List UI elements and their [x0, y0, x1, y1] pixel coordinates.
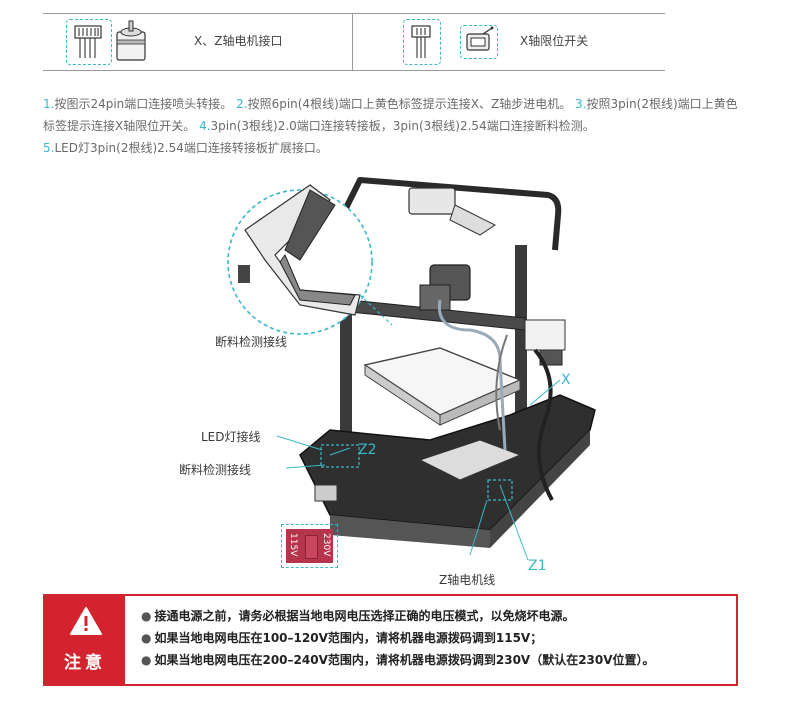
legend-cell1-text: X、Z轴电机接口 [194, 34, 283, 48]
power-socket [314, 484, 338, 502]
connector-icon-box-2 [403, 19, 441, 65]
warning-line-2: ●如果当地电网电压在100–120V范围内，请将机器电源拨码调到115V； [141, 631, 543, 645]
step-1-number: 1. [43, 97, 55, 111]
step-4-text: 3pin(3根线)2.0端口连接转接板，3pin(3根线)2.54端口连接断料检… [210, 119, 595, 133]
step-4-number: 4. [199, 119, 211, 133]
stepper-motor-icon [116, 20, 146, 61]
warning-box: 注意 ●接通电源之前，请务必根据当地电网电压选择正确的电压模式，以免烧坏电源。 … [43, 594, 738, 686]
warning-title: 注意 [64, 653, 106, 673]
three-pin-connector-icon [411, 25, 431, 58]
switch-icon-box [460, 25, 498, 59]
voltage-115v-label: 115V [288, 533, 298, 557]
limit-switch-icon [466, 26, 494, 51]
voltage-switch-slider [305, 535, 318, 559]
step-2-number: 2. [236, 97, 248, 111]
z-motor-wire-label: Z轴电机线 [439, 573, 496, 587]
voltage-switch: 115V 230V [281, 524, 338, 568]
warning-line-1: ●接通电源之前，请务必根据当地电网电压选择正确的电压模式，以免烧坏电源。 [141, 609, 575, 623]
instruction-steps: 1.按图示24pin端口连接喷头转接。 2.按照6pin(4根线)端口上黄色标签… [43, 93, 743, 159]
voltage-230v-label: 230V [321, 533, 331, 557]
filament-detect-label-top: 断料检测接线 [215, 335, 288, 349]
filament-detect-label-bottom: 断料检测接线 [179, 463, 252, 477]
z1-label: Z1 [528, 558, 547, 574]
warning-text: ●接通电源之前，请务必根据当地电网电压选择正确的电压模式，以免烧坏电源。 ●如果… [141, 605, 655, 671]
warning-line-3: ●如果当地电网电压在200–240V范围内，请将机器电源拨码调到230V（默认在… [141, 653, 655, 667]
step-5-text: LED灯3pin(2根线)2.54端口连接转接板扩展接口。 [54, 141, 328, 155]
filament-spool-holder [408, 187, 456, 215]
legend-cell2-text: X轴限位开关 [520, 34, 589, 48]
warning-side-panel: 注意 [45, 596, 125, 684]
z2-label: Z2 [358, 442, 377, 458]
step-1-text: 按图示24pin端口连接喷头转接。 [54, 97, 233, 111]
warning-triangle-icon [70, 607, 102, 635]
legend-table: X、Z轴电机接口 X轴限位开关 [43, 13, 665, 71]
printer-illustration [227, 177, 596, 561]
step-2-text: 按照6pin(4根线)端口上黄色标签提示连接X、Z轴步进电机。 [247, 97, 572, 111]
six-pin-connector-icon [74, 25, 102, 58]
step-3-text: 按照3pin(2根线)端口上黄色标签提示连接X轴限位开关。 [43, 97, 738, 133]
step-3-number: 3. [575, 97, 587, 111]
step-5-number: 5. [43, 141, 55, 155]
x-axis-label: X [561, 372, 571, 388]
connector-icon-box-1 [66, 19, 112, 65]
led-wiring-label: LED灯接线 [201, 430, 261, 444]
legend-divider [352, 14, 353, 70]
